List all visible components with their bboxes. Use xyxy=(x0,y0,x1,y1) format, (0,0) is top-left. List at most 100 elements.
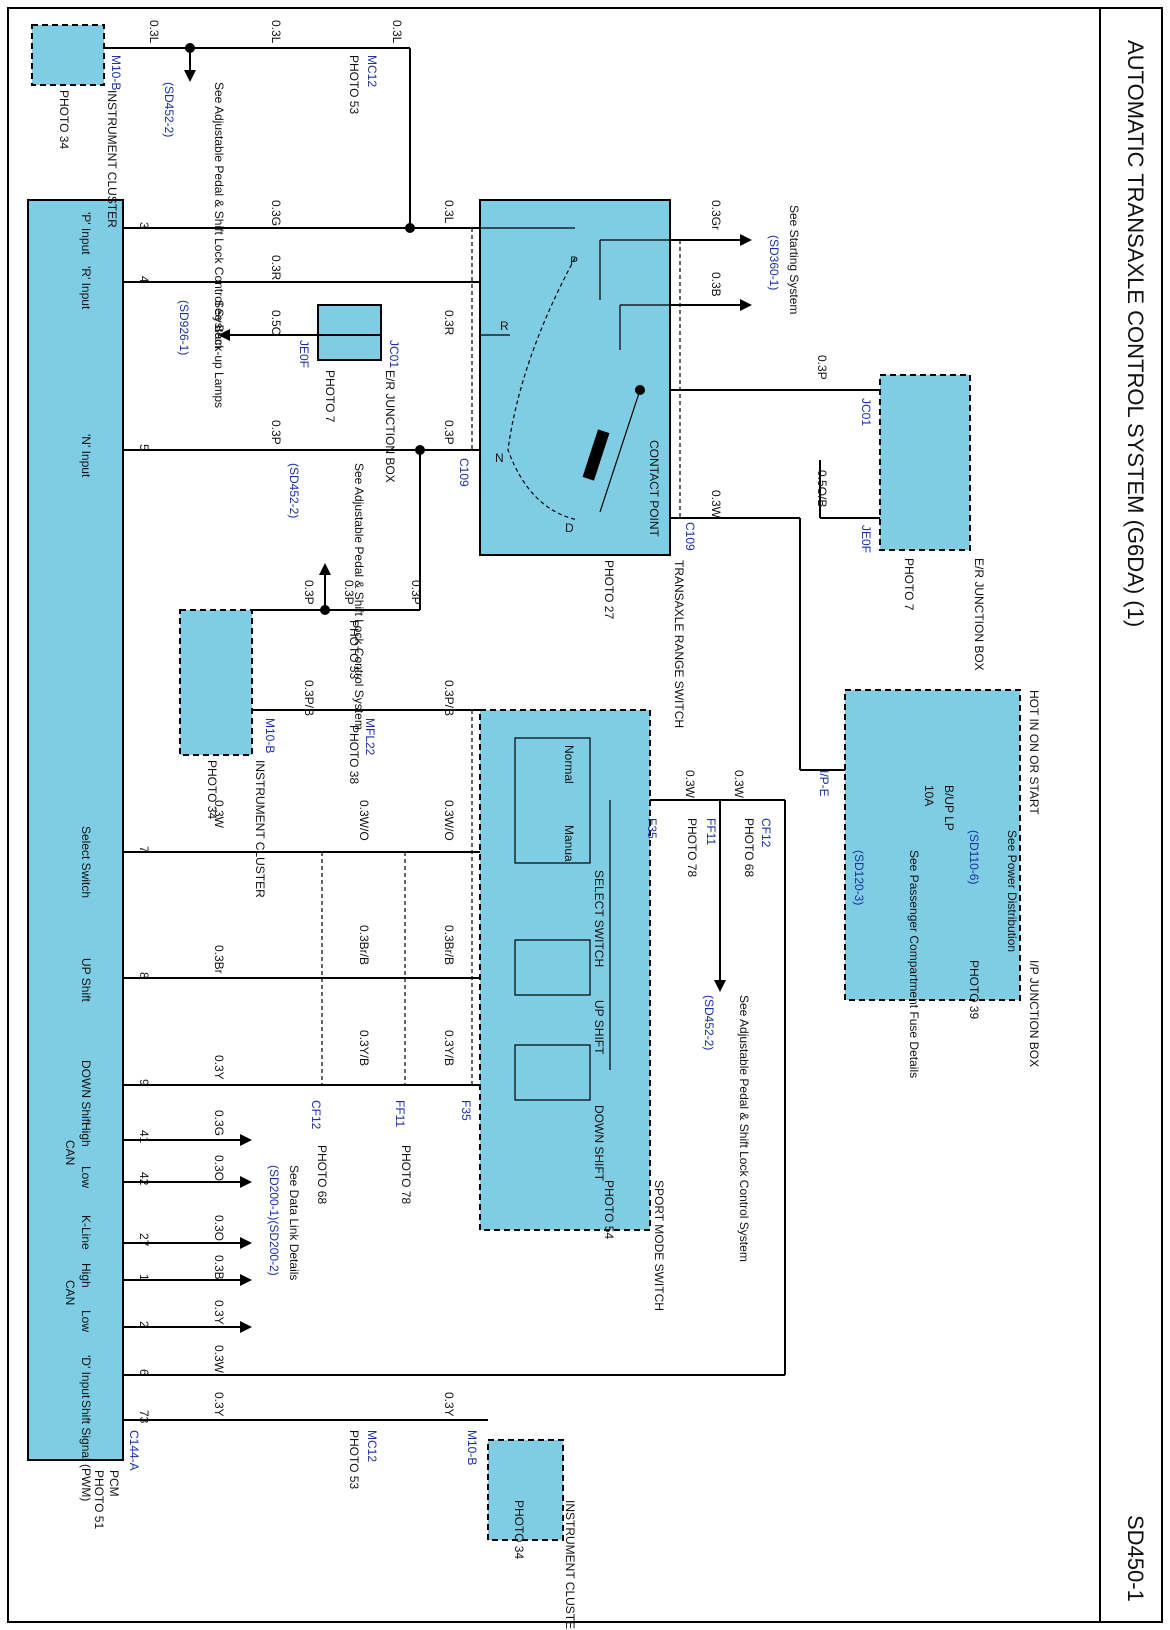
pcm-can2-high: High xyxy=(79,1263,93,1288)
wire-label: 0.3O xyxy=(212,1215,226,1241)
pin: 3 xyxy=(137,222,151,229)
select-switch-box xyxy=(514,737,591,864)
range-pos-d: D xyxy=(565,521,574,535)
conn-ip-e: I/P-E xyxy=(817,770,831,797)
erjb-mid-photo: PHOTO 7 xyxy=(323,370,337,423)
ref-code: (SD452-2) xyxy=(287,463,301,518)
pcm-r-input: 'R' Input xyxy=(79,266,93,310)
ref-code: (SD452-2) xyxy=(702,995,716,1050)
ref-text: See Power Distribution xyxy=(1005,830,1019,952)
ref-text: See Adjustable Pedal & Shift Lock Contro… xyxy=(352,463,366,730)
wire-label: 0.3O xyxy=(212,1155,226,1181)
splice xyxy=(185,43,195,53)
wire-label: 0.3Y xyxy=(442,1392,456,1417)
pcm-label: PCM xyxy=(107,1470,121,1497)
photo-box: PHOTO 53 xyxy=(347,1430,361,1489)
wire-label: 0.3P xyxy=(342,580,356,605)
range-contact-lever xyxy=(599,389,641,513)
cluster-top-photo: PHOTO 34 xyxy=(57,90,71,149)
splice xyxy=(320,605,330,615)
wire-label: 0.3W xyxy=(212,1345,226,1374)
conn-jc01-2: JC01 xyxy=(859,398,873,426)
cluster-mid-label: INSTRUMENT CLUSTER xyxy=(253,760,267,898)
pin: 4 xyxy=(137,276,151,283)
conn-je0f-2: JE0F xyxy=(859,525,873,553)
wire-label: 0.3W/O xyxy=(442,800,456,841)
conn-ff11: FF11 xyxy=(704,818,718,845)
wire-label: 0.3P/B xyxy=(302,680,316,716)
manual-label: Manual xyxy=(562,825,576,864)
ref-text: See Passenger Compartment Fuse Details xyxy=(907,850,921,1078)
pcm-d-input: 'D' Input xyxy=(79,1355,93,1399)
contact-point-label: CONTACT POINT xyxy=(647,440,661,538)
wire-label: 0.3Br/B xyxy=(357,925,371,965)
hot-label: HOT IN ON OR START xyxy=(1027,690,1041,815)
ipjb-label: I/P JUNCTION BOX xyxy=(1027,960,1041,1067)
conn-m10b-2: M10-B xyxy=(263,718,277,753)
arrows xyxy=(184,70,752,1333)
contact-point-icon xyxy=(582,429,610,481)
pin: 27 xyxy=(137,1233,151,1247)
instrument-cluster-mid xyxy=(179,609,253,756)
wire-label: 0.3L xyxy=(442,200,456,224)
wire-label: 0.3L xyxy=(269,20,283,44)
wire-label: 0.3Gr xyxy=(709,200,723,230)
sport-photo: PHOTO 54 xyxy=(602,1180,616,1239)
wire-label: 0.3W xyxy=(732,770,746,799)
wire-label: 0.3P xyxy=(442,420,456,445)
conn-m10b: M10-B xyxy=(109,55,123,90)
ref-code: (SD360-1) xyxy=(767,235,781,290)
pin: 42 xyxy=(137,1172,151,1186)
ref-code: (SD110-6) xyxy=(967,830,981,884)
down-shift-label: DOWN SHIFT xyxy=(592,1105,606,1182)
photo-box: PHOTO 38 xyxy=(347,725,361,784)
wire-label: 0.3B xyxy=(709,272,723,297)
photo-box: PHOTO 78 xyxy=(685,818,699,877)
wire-label: 0.3B xyxy=(212,1255,226,1280)
pcm-block xyxy=(27,199,124,1461)
wire-label: 0.3W xyxy=(212,800,226,829)
pin: 7 xyxy=(137,846,151,853)
can-label-2: CAN xyxy=(63,1280,77,1305)
ref-text: See Adjustable Pedal & Shift Lock Contro… xyxy=(737,995,751,1262)
wire-label: 0.3Y xyxy=(212,1300,226,1325)
pin: 73 xyxy=(137,1410,151,1424)
pin: 8 xyxy=(137,972,151,979)
conn-f35: F35 xyxy=(645,818,659,839)
pcm-down-shift: DOWN Shift xyxy=(79,1060,93,1126)
erjb-mid-label: E/R JUNCTION BOX xyxy=(383,370,397,483)
pcm-shift-signal: Shift Signal (PWM) xyxy=(79,1400,93,1501)
ref-code: (SD120-3) xyxy=(852,850,866,905)
pcm-p-input: 'P' Input xyxy=(79,212,93,255)
conn-c109: C109 xyxy=(457,458,471,487)
range-arc xyxy=(507,257,579,521)
wire-label: 0.3W xyxy=(709,490,723,519)
photo-box: PHOTO 68 xyxy=(315,1145,329,1204)
pin: 9 xyxy=(137,1079,151,1086)
range-pos-p: P xyxy=(570,254,578,268)
ref-text: See Starting System xyxy=(787,205,801,314)
ref-code: (SD452-2) xyxy=(162,82,176,137)
page-frame xyxy=(7,7,1163,1623)
ref-code: (SD926-1) xyxy=(177,300,191,355)
pin: 6 xyxy=(137,1369,151,1376)
conn-jc01: JC01 xyxy=(387,340,401,368)
wire-label: 0.3Y/B xyxy=(442,1030,456,1066)
up-shift-box xyxy=(514,939,591,996)
pcm-up-shift: UP Shift xyxy=(79,958,93,1002)
er-junction-box-top xyxy=(879,374,971,551)
sport-mode-switch xyxy=(479,709,651,1231)
conn-mc12-2: MC12 xyxy=(365,1430,379,1462)
erjb-top-photo: PHOTO 7 xyxy=(902,558,916,611)
pin: 5 xyxy=(137,444,151,451)
wire-label: 0.3Br/B xyxy=(442,925,456,965)
fuse-name: B/UP LP xyxy=(942,785,956,831)
conn-cf12: CF12 xyxy=(759,818,773,848)
conn-c109-2: C109 xyxy=(683,522,697,551)
photo-box: PHOTO 68 xyxy=(742,818,756,877)
conn-ff11-2: FF11 xyxy=(393,1100,407,1127)
wire-label: 0.3G xyxy=(212,1110,226,1136)
conn-je0f: JE0F xyxy=(297,340,311,368)
